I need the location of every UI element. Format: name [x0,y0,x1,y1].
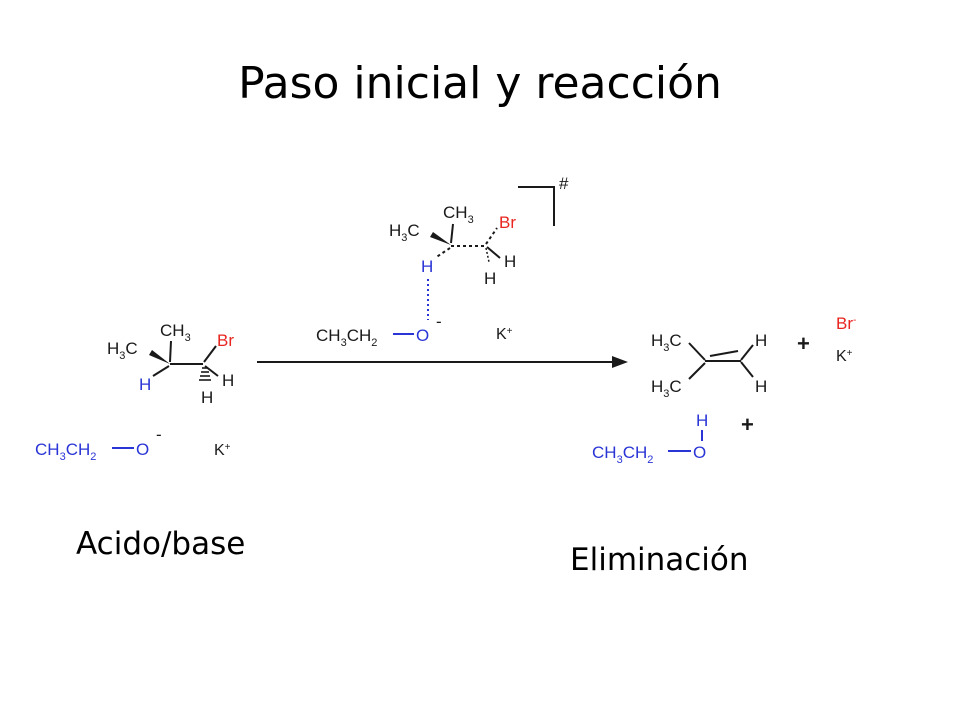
plus-sign-bottom: + [741,412,754,437]
ts-charge-minus: - [436,312,442,331]
ts-h-right-label: H [504,252,516,271]
ts-h-blue-label: H [421,257,433,276]
ts-wedge-h3c [430,232,451,245]
ts-oxygen-label: O [416,326,429,345]
alkene-h3c-bottom-label: H3C [651,377,682,400]
ethanol-label: CH3CH2 [592,443,653,466]
ts-bond-c-h-bottom [485,247,490,263]
reactant-potassium-label: K+ [214,442,231,459]
reactant-ch3-label: CH3 [160,321,191,344]
ts-partial-ch [434,247,451,259]
reactant-h-blue-label: H [139,375,151,394]
alkene-h3c-top-label: H3C [651,331,682,354]
ts-h-bottom-label: H [484,269,496,288]
caption-elimination: Eliminación [570,542,749,578]
reactant-bond-c-br [203,345,217,363]
alkene-h-top-label: H [755,331,767,350]
alkene-double-bond-b [709,350,739,357]
reactant: H3C CH3 Br H H H CH3CH2 O - K+ [35,321,234,463]
transition-state-bracket [518,186,555,226]
transition-state-marker: # [559,174,569,193]
caption-acid-base: Acido/base [76,526,246,562]
products: H3C H3C H H + + Br- K+ H CH3CH2 O [592,314,856,466]
reactant-bond-c-ch3 [169,340,172,363]
ts-bond-c-h-right [486,246,501,259]
plus-sign-top: + [797,331,810,356]
reactant-charge-minus: - [156,425,162,444]
alkene-bond-bottom-right [740,361,754,378]
ts-bond-c-ch3 [450,223,454,244]
bromide-label: Br- [836,314,856,333]
reactant-oxygen-label: O [136,440,149,459]
ts-potassium-label: K+ [496,326,513,343]
ethanol-oxygen-label: O [693,443,706,462]
alkene-bond-bottom-left [688,362,706,380]
reactant-br-label: Br [217,331,234,350]
ts-ethoxide-label: CH3CH2 [316,326,377,349]
ts-partial-cbr [485,227,498,245]
reactant-hash-bond [199,367,211,381]
alkene-bond-top-right [740,344,754,361]
slide-title: Paso inicial y reacción [238,58,722,109]
reactant-h-bottom-label: H [201,388,213,407]
reactant-bond-c-hblue [152,365,170,377]
ts-ch3-label: CH3 [443,203,474,226]
alkene-bond-top-left [688,342,706,361]
transition-state: # H3C CH3 Br H H H CH3CH2 O - K+ [316,174,569,349]
reactant-ethoxide-label: CH3CH2 [35,440,96,463]
reactant-h-right-label: H [222,371,234,390]
reaction-arrow [257,356,628,368]
reaction-arrow-head [612,356,628,368]
ts-br-label: Br [499,213,516,232]
reactant-h3c-label: H3C [107,339,138,362]
ethanol-h-label: H [696,411,708,430]
reactant-wedge-h3c [149,350,170,364]
product-potassium-label: K+ [836,348,853,365]
ts-h3c-label: H3C [389,221,420,244]
alkene-h-bottom-label: H [755,377,767,396]
